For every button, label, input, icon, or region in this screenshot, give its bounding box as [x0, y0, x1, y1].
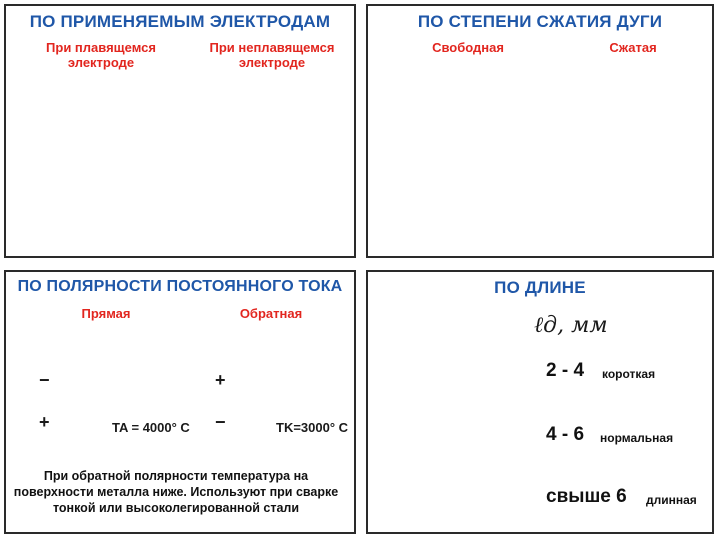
cathode-temperature: TK=3000° C	[276, 420, 349, 435]
anode-temperature: TA = 4000° C	[112, 420, 190, 435]
arc-compression-panel: ПО СТЕПЕНИ СЖАТИЯ ДУГИ Свободная Сжатая	[366, 4, 714, 258]
panel-title: ПО ПОЛЯРНОСТИ ПОСТОЯННОГО ТОКА	[17, 278, 343, 295]
direct-workpiece-sign: +	[39, 412, 50, 432]
nonconsumable-electrode-label: При неплавящемся электроде	[209, 40, 335, 70]
panel-title: ПО СТЕПЕНИ СЖАТИЯ ДУГИ	[417, 12, 663, 31]
polarity-note: При обратной полярности температура на п…	[13, 469, 339, 515]
long-range: свыше 6	[546, 486, 627, 507]
free-arc-label: Свободная	[432, 40, 504, 55]
direct-electrode-sign: −	[39, 370, 50, 390]
short-range: 2 - 4	[546, 360, 585, 381]
electrode-type-panel: ПО ПРИМЕНЯЕМЫМ ЭЛЕКТРОДАМ При плавящемся…	[4, 4, 356, 258]
normal-label: нормальная	[600, 431, 674, 445]
arc-length-panel: ПО ДЛИНЕ	[366, 270, 714, 534]
reverse-electrode-sign: +	[215, 370, 226, 390]
normal-range: 4 - 6	[546, 424, 585, 445]
reverse-workpiece-sign: −	[215, 412, 226, 432]
panel-title: ПО ПРИМЕНЯЕМЫМ ЭЛЕКТРОДАМ	[29, 12, 331, 31]
dc-polarity-panel: ПО ПОЛЯРНОСТИ ПОСТОЯННОГО ТОКА Прямая Об…	[4, 270, 356, 534]
consumable-electrode-label: При плавящемся электроде	[46, 40, 156, 70]
long-label: длинная	[646, 493, 697, 507]
compressed-arc-label: Сжатая	[609, 40, 657, 55]
reverse-polarity-label: Обратная	[239, 306, 303, 321]
panel-title: ПО ДЛИНЕ	[494, 278, 586, 297]
short-label: короткая	[602, 367, 656, 381]
direct-polarity-label: Прямая	[81, 306, 131, 321]
arc-length-unit: ℓд, мм	[534, 313, 608, 338]
